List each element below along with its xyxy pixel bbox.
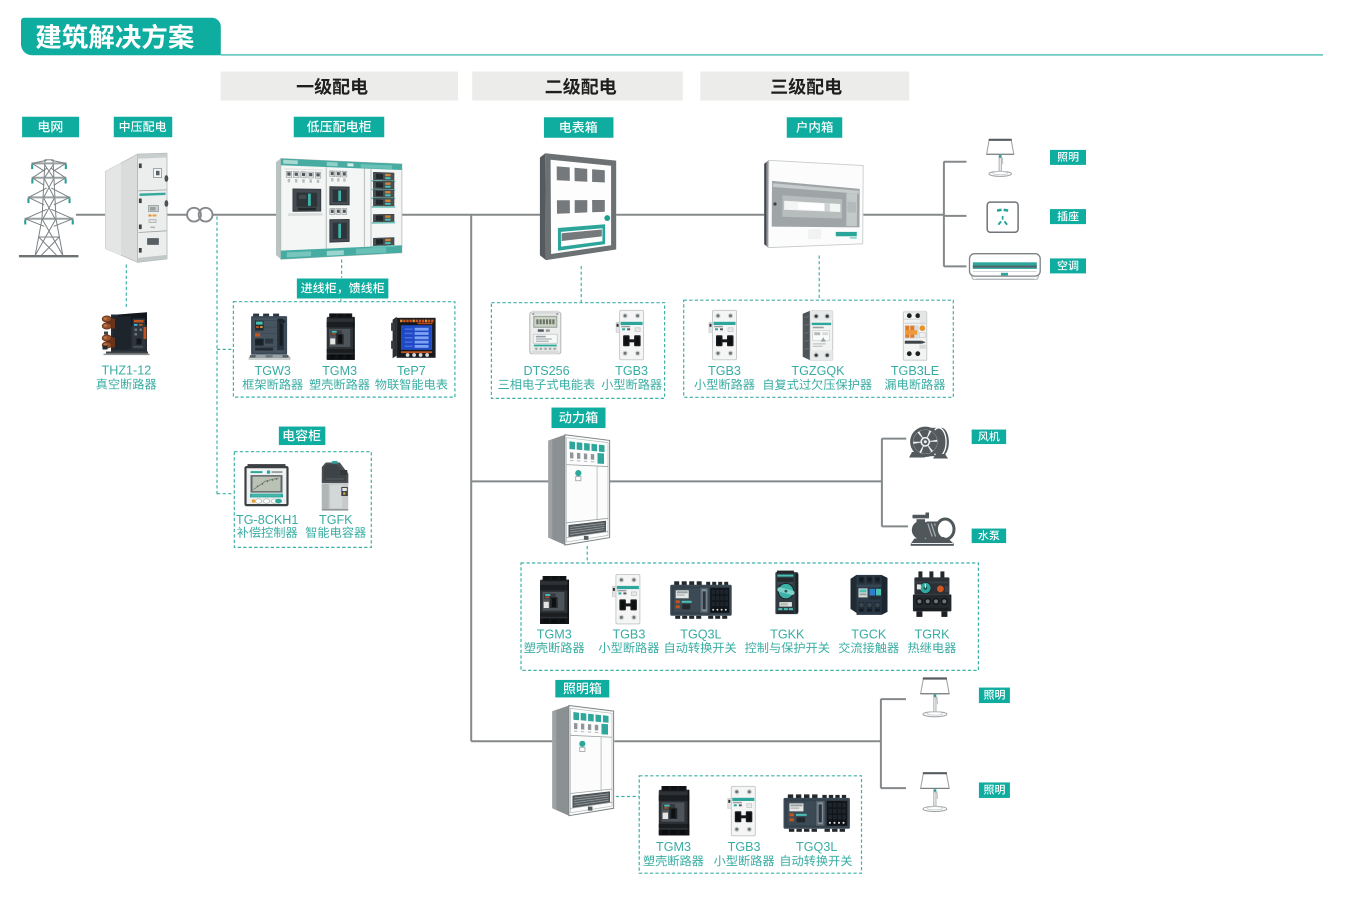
svg-text:TGQ3L: TGQ3L: [680, 628, 721, 642]
svg-text:TGM3: TGM3: [322, 364, 357, 378]
svg-text:TGW3: TGW3: [255, 364, 291, 378]
svg-text:TGB3LE: TGB3LE: [891, 364, 939, 378]
svg-text:THZ1-12: THZ1-12: [102, 364, 152, 378]
svg-text:DTS256: DTS256: [523, 364, 569, 378]
svg-text:TGB3: TGB3: [728, 840, 761, 854]
svg-text:TGZGQK: TGZGQK: [791, 364, 845, 378]
svg-text:TGB3: TGB3: [612, 628, 645, 642]
svg-text:TGRK: TGRK: [915, 628, 951, 642]
svg-text:TGB3: TGB3: [708, 364, 741, 378]
svg-text:TGM3: TGM3: [656, 840, 691, 854]
svg-text:TGKK: TGKK: [770, 628, 805, 642]
svg-text:TG-8CKH1: TG-8CKH1: [236, 513, 298, 527]
svg-text:TGFK: TGFK: [319, 513, 353, 527]
svg-text:TGB3: TGB3: [615, 364, 648, 378]
svg-text:TGM3: TGM3: [537, 628, 572, 642]
svg-text:TGQ3L: TGQ3L: [796, 840, 837, 854]
svg-text:TeP7: TeP7: [397, 364, 426, 378]
svg-text:TGCK: TGCK: [851, 628, 887, 642]
